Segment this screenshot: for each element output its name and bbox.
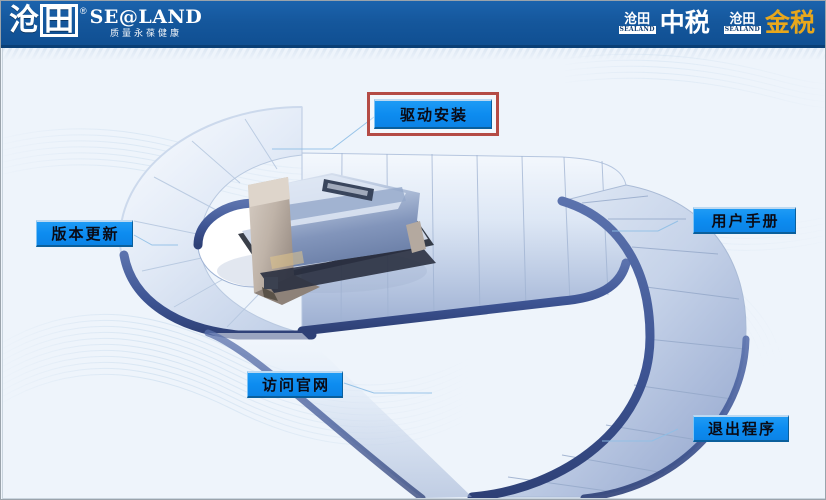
brand-slogan: 质量永葆健康 bbox=[109, 29, 182, 39]
app-header-bar: 沧田 ® SE@LAND 质量永葆健康 沧田 SEALAND 中税 沧田 SEA… bbox=[1, 1, 825, 48]
header-hatch-strip bbox=[2, 48, 825, 60]
partner-logo-zhongshui-mark-en: SEALAND bbox=[618, 25, 656, 34]
brand-logo-char-cang: 沧 bbox=[9, 3, 39, 38]
brand-logo-latin-block: SE@LAND 质量永葆健康 bbox=[90, 8, 203, 40]
partner-logo-zhongshui-mark: 沧田 SEALAND bbox=[618, 11, 656, 34]
brand-logo-english: SE@LAND bbox=[89, 6, 203, 28]
partner-logo-zhongshui: 沧田 SEALAND 中税 bbox=[618, 8, 710, 37]
partner-logo-jinshui: 沧田 SEALAND 金税 bbox=[723, 8, 815, 37]
partner-logo-jinshui-title: 金税 bbox=[764, 8, 815, 37]
visit-website-button[interactable]: 访问官网 bbox=[247, 371, 343, 398]
ribbon-right-loop bbox=[467, 184, 750, 499]
partner-logo-jinshui-mark: 沧田 SEALAND bbox=[723, 11, 761, 34]
brand-logo-sealand: 沧田 ® SE@LAND 质量永葆健康 bbox=[9, 4, 202, 45]
brand-logo-chinese: 沧田 bbox=[9, 4, 78, 38]
brand-logo-char-tian: 田 bbox=[40, 4, 78, 37]
user-manual-button[interactable]: 用户手册 bbox=[693, 207, 796, 234]
partner-logo-zhongshui-title: 中税 bbox=[659, 8, 710, 37]
version-update-button[interactable]: 版本更新 bbox=[36, 220, 133, 247]
registered-trademark-icon: ® bbox=[80, 6, 87, 16]
exit-program-button[interactable]: 退出程序 bbox=[693, 415, 789, 442]
partner-logo-zhongshui-mark-cn: 沧田 bbox=[624, 11, 651, 27]
printer-illustration bbox=[217, 173, 436, 305]
partner-logos: 沧田 SEALAND 中税 沧田 SEALAND 金税 bbox=[618, 8, 815, 37]
driver-install-button[interactable]: 驱动安装 bbox=[374, 99, 492, 129]
partner-logo-jinshui-mark-en: SEALAND bbox=[723, 25, 761, 34]
partner-logo-jinshui-mark-cn: 沧田 bbox=[729, 11, 756, 27]
driver-install-selection-frame: 驱动安装 bbox=[367, 92, 499, 136]
